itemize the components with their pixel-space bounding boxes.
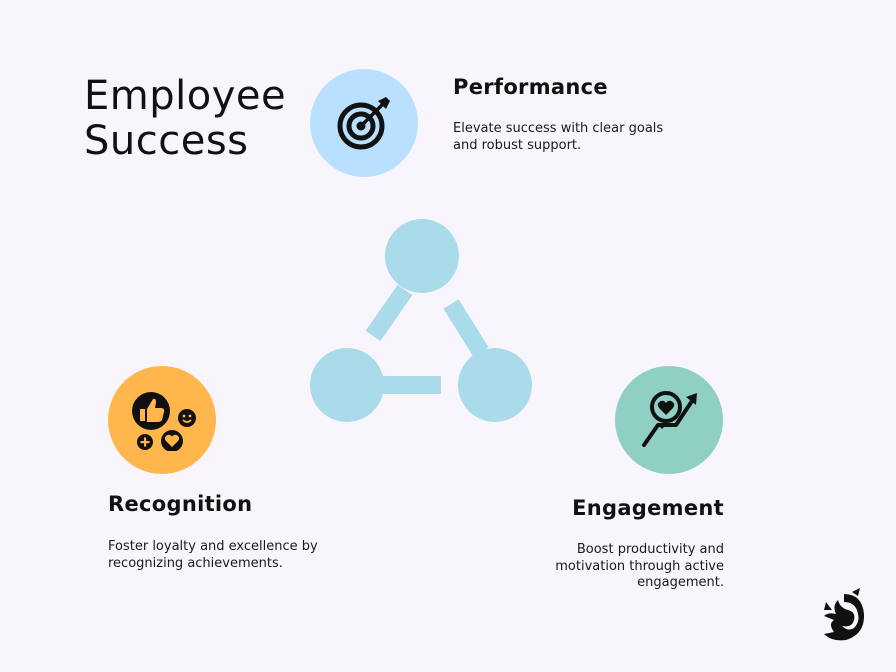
title-line-2: Success [84, 118, 249, 164]
performance-description: Elevate success with clear goals and rob… [453, 121, 664, 153]
title-line-1: Employee [84, 73, 287, 119]
reactions-icon [132, 392, 196, 451]
brand-logo-icon [824, 588, 865, 641]
node-right [458, 348, 532, 422]
node-top [385, 219, 459, 293]
recognition-circle [108, 366, 216, 474]
performance-circle [310, 69, 418, 177]
engagement-description: Boost productivity and motivation throug… [555, 542, 724, 590]
engagement-heading: Engagement [572, 496, 724, 520]
node-left [310, 348, 384, 422]
engagement-circle [615, 366, 723, 474]
heart-growth-icon [642, 391, 697, 447]
target-icon [337, 97, 390, 150]
performance-heading: Performance [453, 75, 608, 99]
connector-top-right [443, 299, 489, 357]
page-title: Employee Success [84, 74, 286, 164]
recognition-heading: Recognition [108, 492, 253, 516]
recognition-description: Foster loyalty and excellence by recogni… [108, 539, 318, 571]
connector-top-left [365, 284, 413, 342]
